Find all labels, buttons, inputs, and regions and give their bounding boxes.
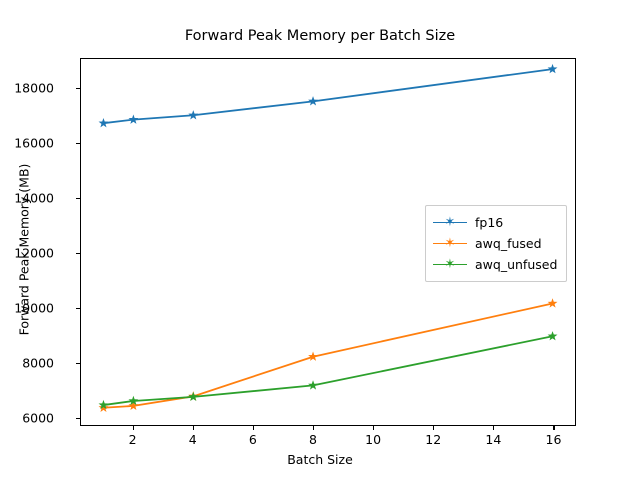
plot-surface xyxy=(98,63,558,412)
legend-entry-fp16[interactable]: ✶ fp16 xyxy=(433,212,557,233)
series-line-fp16 xyxy=(103,68,553,125)
data-point-marker xyxy=(547,331,558,341)
data-point-marker xyxy=(308,96,318,106)
y-tick-label: 10000 xyxy=(14,300,54,316)
y-tick-label: 6000 xyxy=(22,410,54,426)
data-point-marker xyxy=(308,351,318,361)
x-tick-mark xyxy=(312,426,315,430)
data-point-marker xyxy=(98,402,109,412)
legend-swatch-awq_unfused: ✶ xyxy=(433,258,467,272)
y-tick-mark xyxy=(76,307,80,309)
x-tick-label: 14 xyxy=(485,432,502,447)
data-point-marker xyxy=(128,395,139,406)
data-point-marker xyxy=(128,114,139,124)
legend-entry-awq_unfused[interactable]: ✶ awq_unfused xyxy=(433,254,557,275)
chart-title: Forward Peak Memory per Batch Size xyxy=(184,28,456,44)
data-point-marker xyxy=(188,391,199,402)
x-tick-mark xyxy=(493,426,495,430)
x-tick-mark xyxy=(433,426,435,430)
y-tick-mark xyxy=(76,143,80,145)
x-tick-mark xyxy=(132,426,134,430)
series-awq_unfused xyxy=(98,331,558,410)
x-tick-label: 2 xyxy=(128,432,137,447)
legend-entry-awq_fused[interactable]: ✶ awq_fused xyxy=(433,233,557,254)
x-tick-mark xyxy=(373,426,375,430)
x-tick-mark xyxy=(192,426,194,430)
x-tick-label: 12 xyxy=(425,432,442,447)
y-tick-mark xyxy=(76,362,80,364)
x-axis-label: Batch Size xyxy=(287,452,353,467)
legend-label: awq_fused xyxy=(475,236,542,251)
data-point-marker xyxy=(128,400,139,411)
data-point-marker xyxy=(98,118,109,128)
x-tick-label: 8 xyxy=(308,432,317,447)
y-tick-label: 14000 xyxy=(14,190,54,206)
y-tick-mark xyxy=(76,417,80,419)
series-line-awq_fused xyxy=(103,302,553,409)
x-tick-mark xyxy=(252,426,254,430)
data-point-marker xyxy=(98,399,109,410)
legend-line-icon xyxy=(433,242,467,245)
y-tick-label: 18000 xyxy=(14,80,54,96)
x-tick-label: 4 xyxy=(188,432,197,447)
x-tick-label: 16 xyxy=(545,432,562,447)
y-tick-mark xyxy=(76,198,80,200)
legend-swatch-fp16: ✶ xyxy=(433,216,467,230)
data-point-marker xyxy=(547,63,558,74)
plot-axes xyxy=(80,58,576,426)
legend-line-icon xyxy=(433,221,467,224)
series-fp16 xyxy=(98,63,558,128)
y-tick-label: 8000 xyxy=(22,355,54,371)
y-tick-label: 12000 xyxy=(14,245,54,261)
y-tick-mark xyxy=(76,88,80,90)
legend-label: fp16 xyxy=(475,215,504,230)
x-tick-label: 10 xyxy=(365,432,382,447)
series-line-awq_unfused xyxy=(103,335,553,406)
x-tick-mark xyxy=(553,426,555,430)
x-tick-label: 6 xyxy=(248,432,257,447)
y-tick-mark xyxy=(76,252,80,255)
data-point-marker xyxy=(308,380,318,390)
y-axis-label: Forward Peak Memory (MB) xyxy=(16,163,32,336)
y-tick-label: 16000 xyxy=(14,135,54,151)
series-awq_fused xyxy=(98,298,558,412)
data-point-marker xyxy=(188,110,199,120)
legend-line-icon xyxy=(433,263,467,266)
chart-legend: ✶ fp16 ✶ awq_fused ✶ awq_unfused xyxy=(425,205,568,282)
legend-swatch-awq_fused: ✶ xyxy=(433,237,467,251)
data-point-marker xyxy=(547,298,558,308)
legend-label: awq_unfused xyxy=(475,257,558,272)
